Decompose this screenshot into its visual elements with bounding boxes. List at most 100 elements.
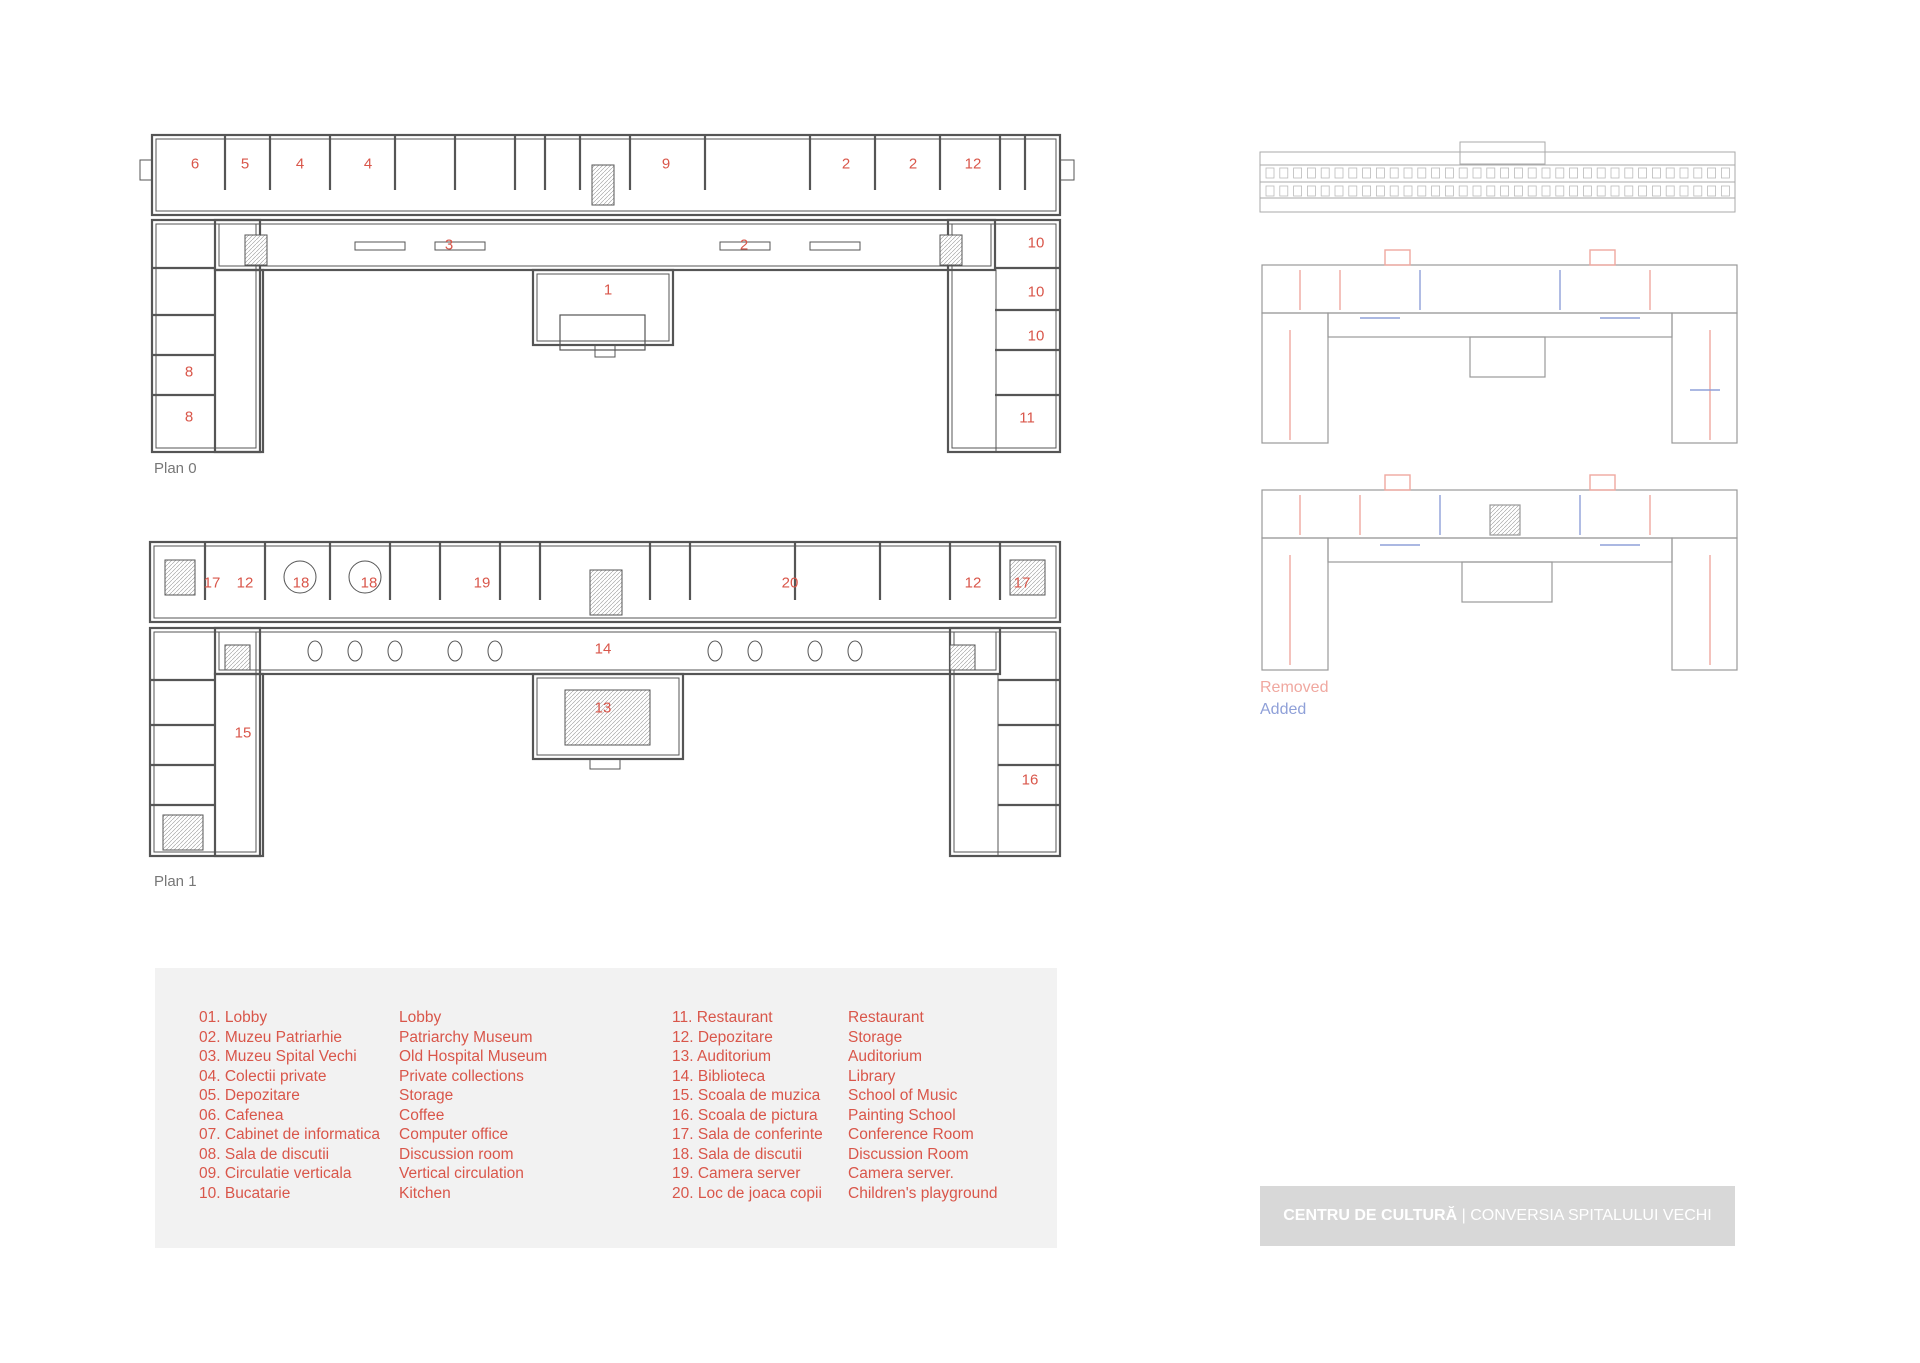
legend-translation: School of Music bbox=[848, 1087, 958, 1104]
elevation-window bbox=[1458, 185, 1468, 197]
legend-translation: Camera server. bbox=[848, 1165, 954, 1182]
elevation-window bbox=[1596, 185, 1606, 197]
elevation-window bbox=[1555, 185, 1565, 197]
legend-translations-left: Lobby Patriarchy Museum Old Hospital Mus… bbox=[399, 1008, 547, 1203]
room-number: 20 bbox=[781, 574, 799, 592]
legend-item: 18. Sala de discutii bbox=[672, 1145, 803, 1163]
elevation-window bbox=[1652, 167, 1661, 179]
room-number: 14 bbox=[594, 640, 612, 658]
room-number: 11 bbox=[1019, 409, 1035, 427]
overlay-plan-1-removed bbox=[1289, 474, 1711, 665]
elevation-window bbox=[1403, 167, 1413, 179]
elevation-window bbox=[1389, 185, 1399, 197]
overlay-plan-0 bbox=[1261, 264, 1738, 444]
elevation-window bbox=[1445, 167, 1454, 179]
project-subtitle: CONVERSIA SPITALULUI VECHI bbox=[1470, 1207, 1712, 1224]
elevation-window bbox=[1417, 185, 1427, 197]
elevation-window bbox=[1403, 185, 1413, 197]
overlay-plan-0-added bbox=[1360, 270, 1720, 391]
elevation-window bbox=[1527, 185, 1537, 197]
elevation-window bbox=[1569, 167, 1578, 179]
elevation-window bbox=[1500, 185, 1509, 197]
room-number: 1 bbox=[603, 281, 613, 299]
elevation-window bbox=[1541, 167, 1551, 179]
elevation-window bbox=[1610, 185, 1620, 197]
legend-translation: Coffee bbox=[399, 1106, 445, 1124]
elevation-window bbox=[1638, 167, 1647, 179]
room-number: 8 bbox=[184, 363, 194, 381]
elevation-window bbox=[1652, 185, 1661, 197]
legend-item: 02. Muzeu Patriarhie bbox=[199, 1028, 343, 1046]
elevation-window bbox=[1514, 185, 1523, 197]
elevation-window bbox=[1721, 185, 1730, 197]
elevation-window bbox=[1624, 167, 1634, 179]
elevation-window bbox=[1707, 185, 1716, 197]
elevation-window bbox=[1334, 185, 1344, 197]
elevation-window bbox=[1279, 167, 1289, 179]
legend-item: 17. Sala de conferinte bbox=[672, 1126, 823, 1143]
legend-translation: Private collections bbox=[399, 1067, 524, 1085]
legend-item: 04. Colectii private bbox=[199, 1067, 327, 1085]
elevation-window bbox=[1665, 185, 1675, 197]
legend-translation: Children's playground bbox=[848, 1184, 998, 1202]
elevation-window bbox=[1624, 185, 1634, 197]
elevation-window bbox=[1527, 167, 1537, 179]
room-number: 19 bbox=[473, 574, 491, 592]
legend-translation: Discussion room bbox=[399, 1145, 514, 1163]
legend-translation: Discussion Room bbox=[848, 1145, 969, 1163]
room-number: 13 bbox=[594, 699, 612, 717]
elevation-window bbox=[1486, 167, 1496, 179]
legend-translation: Lobby bbox=[399, 1009, 442, 1026]
elevation-window bbox=[1472, 185, 1482, 197]
room-number: 4 bbox=[363, 155, 373, 173]
room-number: 2 bbox=[841, 155, 851, 173]
elevation-window bbox=[1417, 167, 1427, 179]
room-number: 18 bbox=[360, 574, 378, 592]
legend-translation: Storage bbox=[848, 1028, 903, 1046]
elevation-window bbox=[1445, 185, 1454, 197]
elevation-window bbox=[1638, 185, 1647, 197]
elevation-window bbox=[1693, 185, 1703, 197]
room-number: 16 bbox=[1021, 771, 1039, 789]
legend-translation: Patriarchy Museum bbox=[399, 1028, 533, 1046]
room-number: 3 bbox=[444, 236, 454, 254]
elevation-window bbox=[1458, 167, 1468, 179]
elevation-window bbox=[1541, 185, 1551, 197]
project-title-bar: CENTRU DE CULTURĂ | CONVERSIA SPITALULUI… bbox=[1260, 1186, 1735, 1246]
elevation-window bbox=[1472, 167, 1482, 179]
elevation-drawing bbox=[1259, 141, 1736, 213]
legend-translation: Library bbox=[848, 1067, 896, 1085]
room-number: 2 bbox=[739, 236, 749, 254]
plan-0-caption: Plan 0 bbox=[154, 460, 197, 477]
legend-item: 11. Restaurant bbox=[672, 1009, 773, 1026]
legend-item: 10. Bucatarie bbox=[199, 1184, 291, 1202]
legend-item: 09. Circulatie verticala bbox=[199, 1165, 352, 1182]
elevation-window bbox=[1569, 185, 1578, 197]
legend-item: 16. Scoala de pictura bbox=[672, 1106, 818, 1124]
legend-translation: Kitchen bbox=[399, 1184, 451, 1202]
elevation-windows bbox=[1265, 167, 1730, 197]
plan-1-caption: Plan 1 bbox=[154, 873, 197, 890]
legend-translation: Computer office bbox=[399, 1126, 509, 1143]
legend-item: 12. Depozitare bbox=[672, 1028, 773, 1046]
room-number: 17 bbox=[203, 574, 221, 592]
room-number: 6 bbox=[190, 155, 200, 173]
elevation-window bbox=[1265, 185, 1275, 197]
elevation-window bbox=[1334, 167, 1344, 179]
legend-translation: Painting School bbox=[848, 1106, 956, 1124]
overlay-plan-1-added bbox=[1380, 495, 1640, 546]
legend-item: 20. Loc de joaca copii bbox=[672, 1184, 822, 1202]
room-number: 17 bbox=[1013, 574, 1031, 592]
elevation-window bbox=[1665, 167, 1675, 179]
legend-item: 15. Scoala de muzica bbox=[672, 1087, 821, 1104]
elevation-window bbox=[1679, 167, 1689, 179]
plan-0-drawing bbox=[139, 133, 1075, 454]
elevation-window bbox=[1693, 167, 1703, 179]
legend-item: 01. Lobby bbox=[199, 1009, 268, 1026]
elevation-window bbox=[1514, 167, 1523, 179]
legend-translation: Auditorium bbox=[848, 1048, 923, 1065]
elevation-window bbox=[1279, 185, 1289, 197]
room-number: 9 bbox=[661, 155, 671, 173]
elevation-window bbox=[1265, 167, 1275, 179]
room-number: 4 bbox=[295, 155, 305, 173]
